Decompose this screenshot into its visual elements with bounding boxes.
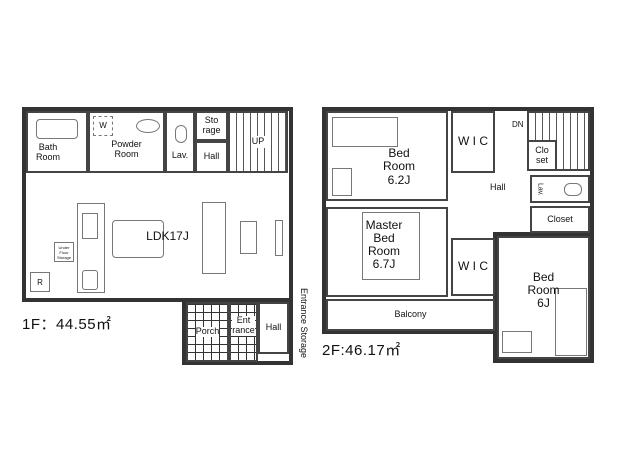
porch-label: Porch — [195, 326, 220, 337]
bed-room-6j: Bed Room 6J — [497, 236, 590, 359]
porch: Porch — [186, 302, 229, 362]
master-bed-room-label: Master Bed Room 6.7J — [365, 217, 403, 272]
powder-room-label: Powder Room — [111, 139, 142, 159]
tv-stand — [275, 220, 283, 256]
bath-room-label: Bath Room — [36, 142, 61, 163]
desk — [332, 168, 352, 196]
coffee-table — [240, 221, 257, 254]
entrance-label: Ent rance — [232, 315, 255, 336]
desk-6j — [502, 331, 532, 353]
bath-room: Bath Room — [26, 111, 88, 173]
bed — [332, 117, 398, 147]
bed-room-6j-label: Bed Room 6J — [527, 269, 560, 311]
wic-1-label: W I C — [458, 134, 488, 149]
wic-2-label: W I C — [458, 259, 488, 274]
bed-room-6-2j: Bed Room 6.2J — [326, 111, 448, 201]
wic-2: W I C — [451, 238, 495, 296]
storage-label: Sto rage — [202, 115, 221, 135]
balcony-label: Balcony — [394, 309, 427, 320]
bed-room-6-2j-label: Bed Room 6.2J — [382, 146, 415, 187]
bed-6j — [555, 288, 587, 356]
lavatory-label: Lav. — [171, 150, 189, 161]
kitchen-sink — [82, 213, 98, 239]
hall-entrance: Hall — [258, 302, 289, 354]
lavatory-2f-label: Lav. — [536, 182, 544, 196]
lavatory-2f: Lav. — [530, 175, 590, 203]
double-bed — [362, 212, 420, 280]
staircase-up: UP — [228, 111, 288, 173]
entrance-storage-label: Entrance Storage — [299, 288, 309, 359]
wic-1: W I C — [451, 111, 495, 173]
ldk: LDK17J — [26, 175, 289, 298]
up-label: UP — [250, 136, 266, 148]
refrigerator: R — [30, 272, 50, 292]
stove — [82, 270, 98, 290]
hall-1f: Hall — [195, 141, 228, 173]
toilet — [175, 125, 187, 143]
lavatory: Lav. — [165, 111, 195, 173]
hall-entrance-label: Hall — [265, 322, 282, 333]
bathtub — [36, 119, 78, 139]
powder-room: W Powder Room — [88, 111, 165, 173]
balcony: Balcony — [326, 299, 495, 331]
washer: W — [93, 116, 113, 136]
entrance: Ent rance — [229, 302, 258, 362]
toilet-2f — [564, 183, 582, 196]
under-floor-storage: Under Floor Storage — [54, 242, 74, 262]
floor1-area: 1F：44.55㎡ — [22, 316, 112, 333]
hall-2f-label: Hall — [490, 182, 506, 192]
storage: Sto rage — [195, 111, 228, 141]
floor2-area: 2F:46.17㎡ — [322, 342, 401, 359]
dn-label: DN — [512, 120, 524, 129]
closet-small: Clo set — [527, 140, 557, 171]
closet: Closet — [530, 206, 590, 233]
master-bed-room: Master Bed Room 6.7J — [326, 207, 448, 297]
closet-small-label: Clo set — [535, 144, 549, 165]
sofa — [202, 202, 226, 274]
sink — [136, 119, 160, 133]
hall-label: Hall — [203, 151, 220, 162]
dining-table — [112, 220, 164, 258]
ldk-label: LDK17J — [146, 228, 189, 243]
closet-label: Closet — [547, 213, 573, 224]
